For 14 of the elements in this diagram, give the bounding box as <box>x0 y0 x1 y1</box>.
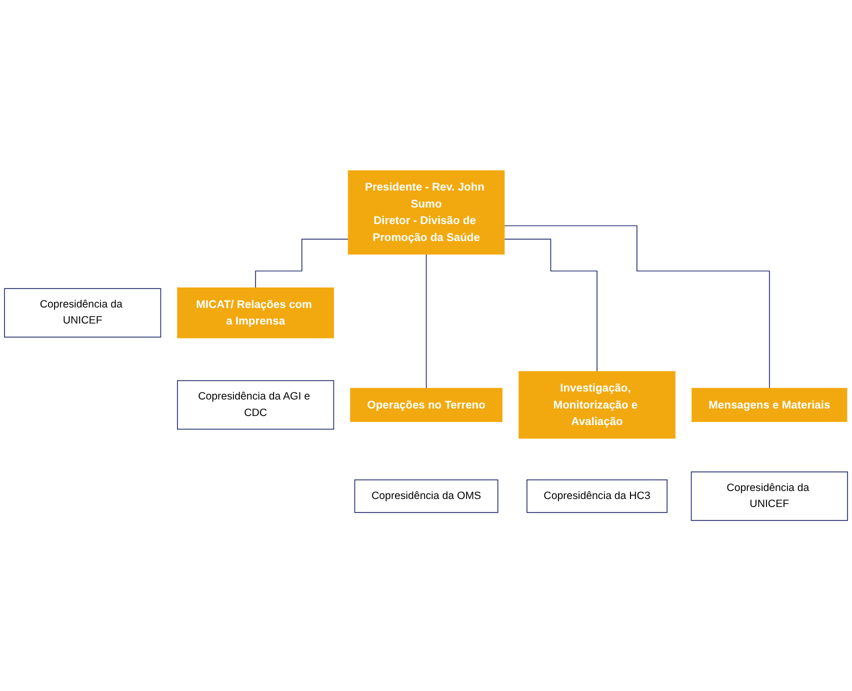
node-box: Presidente - Rev. John Sumo Diretor - Divisão de Promoção da Saúde <box>348 170 505 255</box>
connector <box>426 254 427 389</box>
node-box: Copresidência da UNICEF <box>690 471 848 521</box>
node-box: Copresidência da OMS <box>354 479 498 513</box>
node-box: Copresidência da AGI e CDC <box>177 380 334 430</box>
connector <box>504 225 770 389</box>
connector <box>255 238 349 288</box>
node-box: Operações no Terreno <box>350 388 502 422</box>
connector <box>504 238 598 372</box>
node-box: Copresidência da UNICEF <box>4 288 162 338</box>
node-box: Mensagens e Materiais <box>692 388 848 422</box>
node-box: Copresidência da HC3 <box>526 479 668 513</box>
node-box: Investigação, Monitorização e Avaliação <box>518 371 676 439</box>
node-box: MICAT/ Relações com a Imprensa <box>177 287 334 338</box>
